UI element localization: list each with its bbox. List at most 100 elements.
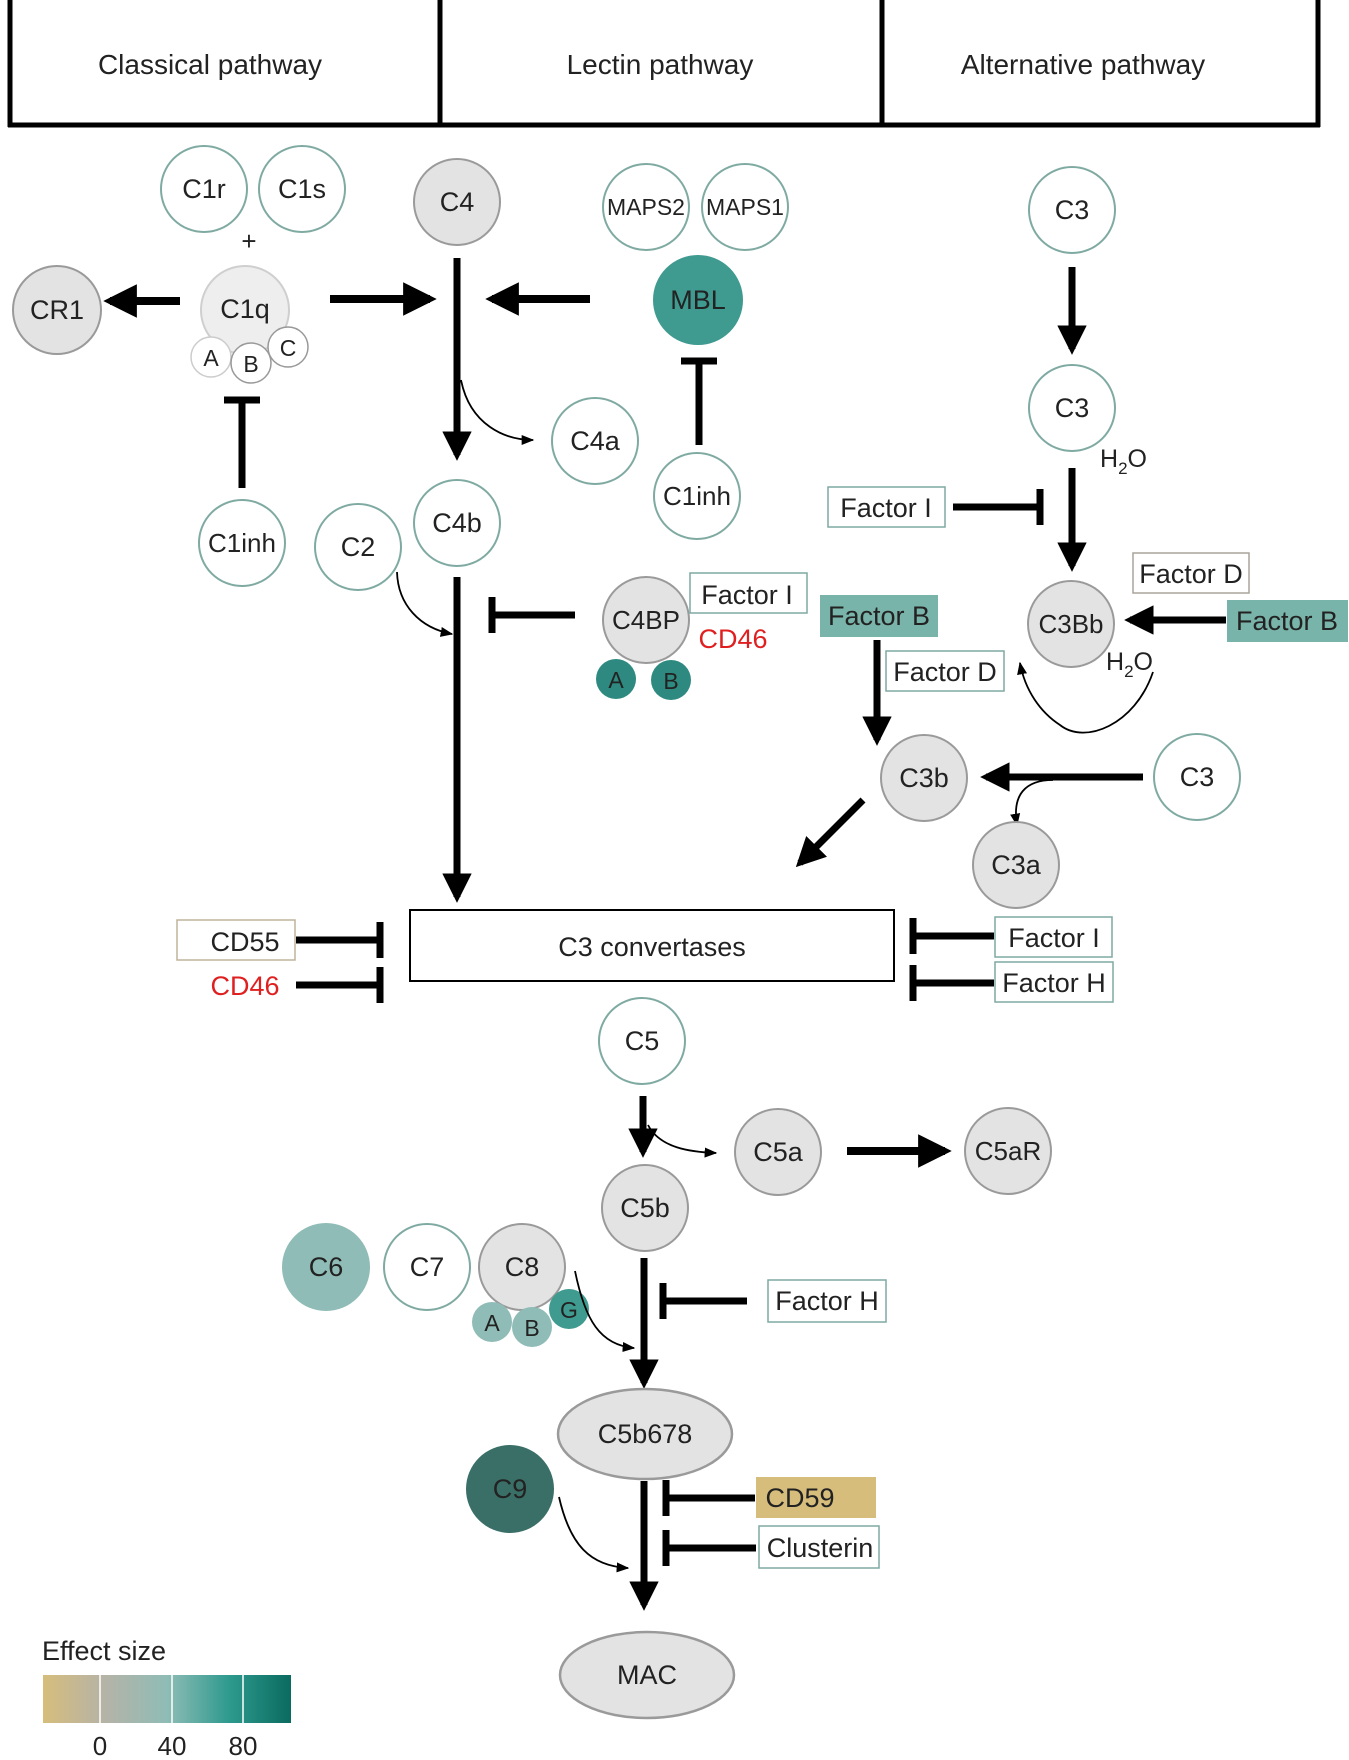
c4bp-node <box>602 576 690 664</box>
c3-mid-node <box>1028 364 1116 452</box>
c3b-node <box>880 734 968 822</box>
c3-right-label: C3 <box>1180 762 1215 792</box>
c7-label: C7 <box>410 1252 445 1282</box>
factor-h-conv-label: Factor H <box>1002 968 1106 998</box>
c4bp-subunit-b-label: B <box>663 668 678 694</box>
c2-label: C2 <box>341 532 376 562</box>
clusterin-label: Clusterin <box>767 1533 874 1563</box>
legend-tick-label-0: 0 <box>93 1731 107 1760</box>
c8-joins-arrow <box>574 1270 636 1353</box>
classical-pathway: C1r C1s + C1q A B C CR1 C1inh C4 C4a C4b… <box>12 145 639 903</box>
c6-label: C6 <box>309 1252 344 1282</box>
c2-node <box>314 503 402 591</box>
cd55-label: CD55 <box>210 927 279 957</box>
c5b-label: C5b <box>620 1193 670 1223</box>
c3-top-label: C3 <box>1055 195 1090 225</box>
c4a-label: C4a <box>570 426 621 456</box>
terminal-pathway: C5 C5a C5aR C5b C6 C7 C8 A B G Factor H … <box>282 997 1052 1720</box>
c5ar-node <box>964 1107 1052 1195</box>
c3a-label: C3a <box>991 850 1042 880</box>
c1inh-lectin-node <box>653 452 741 540</box>
c1r-label: C1r <box>182 174 226 204</box>
c3-convertases-box <box>409 909 895 982</box>
c1inh-classical-node <box>198 499 286 587</box>
maps1-label: MAPS1 <box>706 194 784 220</box>
legend-color-bar <box>43 1675 291 1723</box>
cd55-box <box>176 919 296 961</box>
c5-to-c5a-arrow <box>647 1124 718 1158</box>
factor-h-c5b-label: Factor H <box>775 1286 879 1316</box>
c5b678-label: C5b678 <box>598 1419 693 1449</box>
c4bp-subunit-b <box>651 660 691 700</box>
h2o-label-2: H2O <box>1106 648 1153 681</box>
c5b-node <box>601 1164 689 1252</box>
factor-b-right-box <box>1227 600 1348 642</box>
c3-convertases-label: C3 convertases <box>558 932 746 962</box>
factor-i-conv-box <box>994 916 1113 958</box>
c3b-to-convertases-arrow <box>795 797 866 868</box>
c1q-subunit-c <box>267 326 309 368</box>
factor-i-alt-box <box>827 486 946 528</box>
h2o-recycle-arrow <box>1017 661 1154 734</box>
maps1-node <box>701 163 789 251</box>
cr1-label: CR1 <box>30 295 84 325</box>
factor-b-right-label: Factor B <box>1236 606 1338 636</box>
c8-subunit-a <box>472 1302 512 1342</box>
h2o-label-1: H2O <box>1100 445 1147 478</box>
c8-subunit-g <box>549 1289 589 1329</box>
lectin-pathway-header: Lectin pathway <box>567 49 754 80</box>
c8-subunit-b-label: B <box>524 1315 539 1341</box>
c9-node <box>466 1445 554 1533</box>
cr1-node <box>12 265 102 355</box>
c9-joins-arrow <box>558 1496 630 1573</box>
c1q-subunit-b-label: B <box>243 351 258 377</box>
c4bp-subunit-a-label: A <box>608 667 624 693</box>
c8-subunit-b <box>512 1307 552 1347</box>
c3-convertases-section: C3 convertases CD55 CD46 Factor I Factor… <box>176 909 1114 1003</box>
c4-node <box>413 158 501 246</box>
c2-joins-arrow <box>396 571 454 637</box>
c4bp-label: C4BP <box>612 605 680 635</box>
c4b-node <box>413 479 501 567</box>
factor-i-conv-label: Factor I <box>1008 923 1100 953</box>
c4a-node <box>551 397 639 485</box>
c1q-subunit-b <box>230 342 272 384</box>
c4bp-factor-i-box <box>689 572 808 614</box>
factor-d-alt-label: Factor D <box>1139 559 1243 589</box>
c9-label: C9 <box>493 1474 528 1504</box>
factor-h-c5b-box <box>767 1279 887 1323</box>
c4bp-factor-i-label: Factor I <box>701 580 793 610</box>
plus-sign: + <box>241 226 256 256</box>
factor-i-alt-label: Factor I <box>840 493 932 523</box>
pathway-header: Classical pathway Lectin pathway Alterna… <box>7 0 1321 128</box>
legend-tick-label-80: 80 <box>229 1731 258 1760</box>
c1q-subunit-a <box>190 336 232 378</box>
c3b-label: C3b <box>899 763 949 793</box>
factor-d-lower-box <box>885 650 1005 692</box>
cd59-label: CD59 <box>765 1483 834 1513</box>
c1q-label: C1q <box>220 294 270 324</box>
factor-d-alt-box <box>1132 552 1250 594</box>
c5ar-label: C5aR <box>975 1136 1041 1166</box>
effect-size-legend: Effect size 0 40 80 <box>42 1636 291 1760</box>
legend-tick-label-40: 40 <box>158 1731 187 1760</box>
c5a-node <box>734 1108 822 1196</box>
lectin-pathway: MAPS2 MAPS1 MBL C1inh C4BP A B Factor I … <box>485 163 808 700</box>
c6-node <box>282 1223 370 1311</box>
c4-label: C4 <box>440 187 475 217</box>
c4bp-cd46-label: CD46 <box>698 624 767 654</box>
factor-b-left-box <box>820 595 938 637</box>
maps2-node <box>602 163 690 251</box>
alternative-pathway: C3 C3 H2O Factor I Factor D C3Bb Factor … <box>795 166 1348 909</box>
c8-subunit-a-label: A <box>484 1310 500 1336</box>
c3a-node <box>972 821 1060 909</box>
c1q-subunit-a-label: A <box>203 345 219 371</box>
mbl-node <box>653 255 743 345</box>
mac-label: MAC <box>617 1660 677 1690</box>
c1inh-lectin-label: C1inh <box>663 481 731 511</box>
c1s-node <box>258 145 346 233</box>
c8-subunit-g-label: G <box>560 1297 578 1323</box>
cd46-convertases-label: CD46 <box>210 971 279 1001</box>
c3-mid-label: C3 <box>1055 393 1090 423</box>
classical-pathway-header: Classical pathway <box>98 49 322 80</box>
